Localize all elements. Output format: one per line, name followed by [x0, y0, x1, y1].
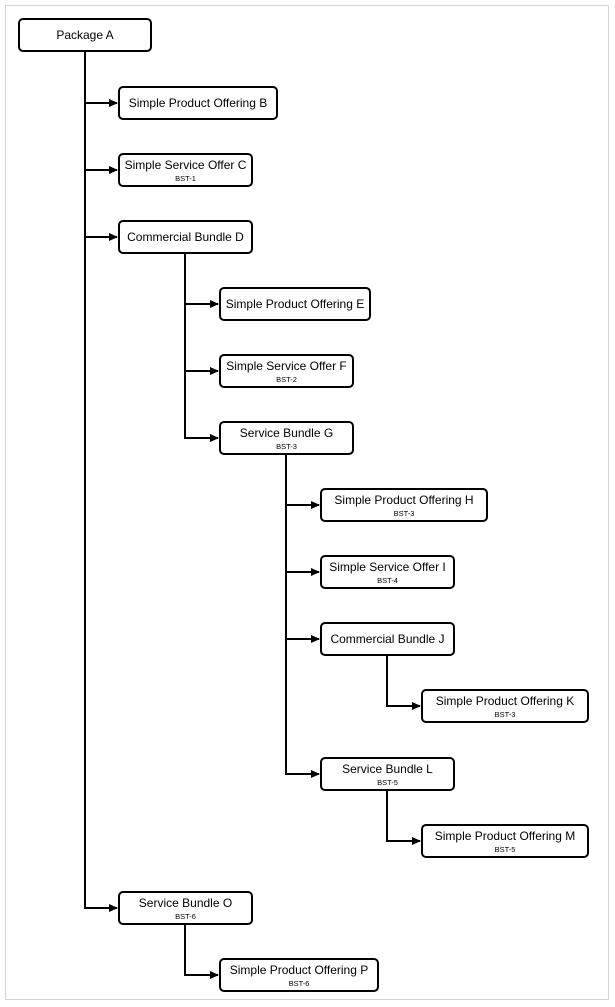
- node-label: Simple Service Offer F: [226, 358, 347, 373]
- node-simple-service-offer-f[interactable]: Simple Service Offer F BST-2: [219, 354, 354, 388]
- node-code: BST-6: [175, 911, 196, 921]
- node-code: BST-5: [377, 777, 398, 787]
- node-label: Service Bundle G: [239, 425, 334, 440]
- node-code: BST-1: [175, 173, 196, 183]
- node-code: BST-6: [288, 978, 310, 988]
- node-service-bundle-o[interactable]: Service Bundle O BST-6: [118, 891, 253, 925]
- node-label: Service Bundle O: [138, 895, 233, 910]
- node-service-bundle-g[interactable]: Service Bundle G BST-3: [219, 421, 354, 455]
- node-label: Package A: [56, 28, 114, 42]
- node-simple-service-offer-c[interactable]: Simple Service Offer C BST-1: [118, 153, 253, 187]
- node-code: BST-3: [494, 709, 516, 719]
- node-code: BST-5: [494, 844, 516, 854]
- node-label: Commercial Bundle D: [127, 230, 244, 244]
- node-package-a[interactable]: Package A: [18, 18, 152, 52]
- node-label: Simple Service Offer I: [329, 559, 446, 574]
- node-simple-product-offering-k[interactable]: Simple Product Offering K BST-3: [421, 689, 589, 723]
- node-label: Simple Service Offer C: [124, 157, 247, 172]
- node-code: BST-4: [377, 575, 398, 585]
- node-simple-product-offering-m[interactable]: Simple Product Offering M BST-5: [421, 824, 589, 858]
- node-label: Simple Product Offering P: [229, 962, 369, 977]
- node-simple-product-offering-e[interactable]: Simple Product Offering E: [219, 287, 371, 321]
- node-label: Service Bundle L: [342, 761, 433, 776]
- node-label: Commercial Bundle J: [330, 632, 445, 646]
- node-label: Simple Product Offering E: [225, 297, 365, 311]
- node-code: BST-3: [393, 508, 415, 518]
- node-commercial-bundle-j[interactable]: Commercial Bundle J: [320, 622, 455, 656]
- node-label: Simple Product Offering B: [128, 96, 268, 110]
- node-simple-product-offering-p[interactable]: Simple Product Offering P BST-6: [219, 958, 379, 992]
- node-service-bundle-l[interactable]: Service Bundle L BST-5: [320, 757, 455, 791]
- node-code: BST-2: [276, 374, 297, 384]
- node-label: Simple Product Offering M: [434, 828, 576, 843]
- diagram-frame: [5, 5, 609, 1000]
- node-simple-product-offering-h[interactable]: Simple Product Offering H BST-3: [320, 488, 488, 522]
- node-label: Simple Product Offering K: [435, 693, 575, 708]
- node-label: Simple Product Offering H: [334, 492, 474, 507]
- node-code: BST-3: [276, 441, 297, 451]
- node-simple-product-offering-b[interactable]: Simple Product Offering B: [118, 86, 278, 120]
- node-commercial-bundle-d[interactable]: Commercial Bundle D: [118, 220, 253, 254]
- node-simple-service-offer-i[interactable]: Simple Service Offer I BST-4: [320, 555, 455, 589]
